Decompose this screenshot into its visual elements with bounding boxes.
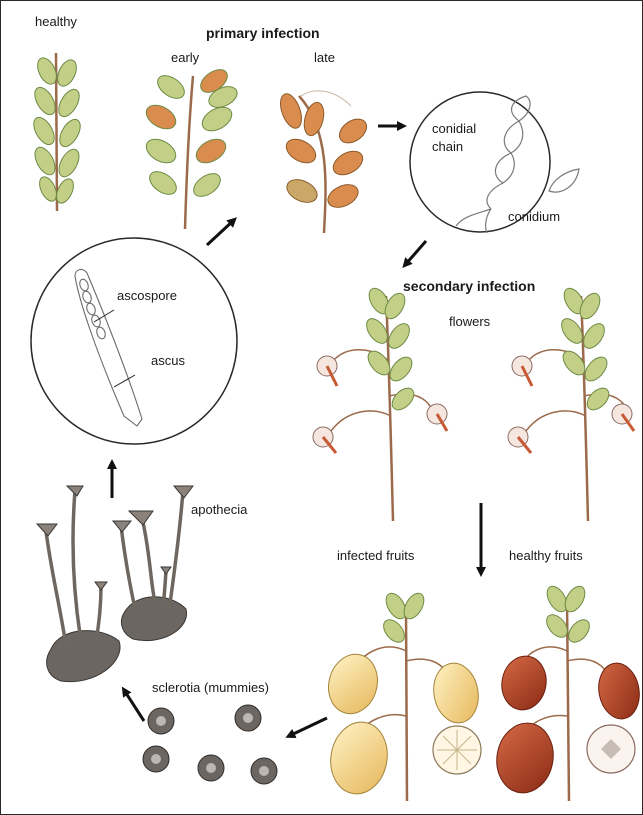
infected-fruits-illustration: [322, 590, 483, 801]
label-infected-fruits: infected fruits: [337, 549, 414, 564]
label-primary-infection: primary infection: [206, 25, 320, 41]
healthy-shoot-illustration: [30, 53, 85, 211]
arrow-to-apothecia: [124, 690, 144, 721]
label-conidium: conidium: [508, 210, 560, 225]
label-flowers: flowers: [449, 315, 490, 330]
late-infection-shoot-illustration: [276, 91, 371, 233]
infected-fruit: [429, 660, 483, 727]
ascus-magnified-view: [31, 238, 237, 444]
label-late: late: [314, 51, 335, 66]
healthy-fruit-cross-section: [587, 725, 635, 773]
infected-fruit-cross-section: [433, 726, 481, 774]
healthy-fruit: [594, 660, 642, 722]
infected-fruit: [322, 649, 384, 719]
flowering-shoot-left: [313, 285, 447, 521]
apothecia-illustration: [37, 486, 193, 682]
label-ascus: ascus: [151, 354, 185, 369]
arrow-to-secondary-infection: [405, 241, 426, 265]
healthy-fruit: [498, 653, 551, 714]
early-infection-shoot-illustration: [142, 65, 240, 229]
healthy-fruit: [491, 719, 558, 798]
label-apothecia: apothecia: [191, 503, 247, 518]
label-sclerotia: sclerotia (mummies): [152, 681, 269, 696]
sclerotia-illustration: [143, 705, 277, 784]
flowering-shoot-right: [508, 285, 634, 521]
label-conidial-chain: conidial chain: [432, 120, 476, 155]
label-healthy: healthy: [35, 15, 77, 30]
label-early: early: [171, 51, 199, 66]
healthy-fruits-illustration: [491, 583, 642, 801]
arrow-to-sclerotia: [289, 718, 327, 736]
infected-fruit: [325, 718, 393, 799]
arrow-to-primary-infection: [207, 220, 234, 245]
label-ascospore: ascospore: [117, 289, 177, 304]
label-secondary-infection: secondary infection: [403, 278, 535, 294]
label-healthy-fruits: healthy fruits: [509, 549, 583, 564]
